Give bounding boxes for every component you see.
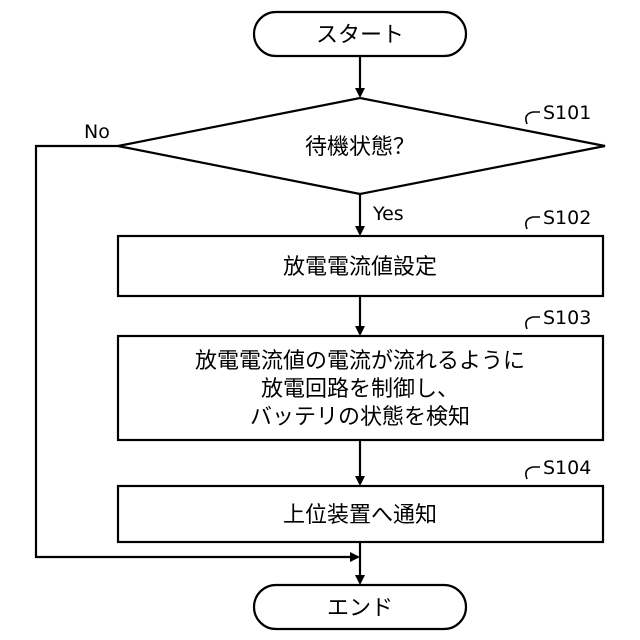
process-s103: 放電電流値の電流が流れるように 放電回路を制御し、 バッテリの状態を検知	[118, 336, 603, 440]
step-tick-s103	[526, 317, 540, 329]
step-id-s101: S101	[543, 102, 591, 124]
end-node: エンド	[254, 585, 466, 629]
start-label: スタート	[316, 23, 404, 48]
decision-s101-text: 待機状態？	[305, 135, 415, 160]
step-id-s102: S102	[543, 207, 591, 229]
process-s102-text: 放電電流値設定	[283, 255, 437, 280]
no-label: No	[84, 121, 110, 143]
process-s103-line-3: バッテリの状態を検知	[250, 405, 470, 430]
end-label: エンド	[327, 596, 393, 621]
step-tick-s101	[526, 112, 540, 124]
process-s103-line-2: 放電回路を制御し、	[261, 377, 459, 402]
process-s104-text: 上位装置へ通知	[283, 503, 437, 528]
step-tick-s102	[526, 217, 540, 229]
process-s103-line-1: 放電電流値の電流が流れるように	[195, 349, 525, 374]
yes-label: Yes	[372, 203, 404, 225]
process-s102: 放電電流値設定	[118, 236, 603, 296]
step-tick-s104	[526, 467, 540, 479]
step-id-s104: S104	[543, 457, 591, 479]
step-id-s103: S103	[543, 307, 591, 329]
process-s104: 上位装置へ通知	[118, 486, 603, 542]
start-node: スタート	[254, 12, 466, 56]
